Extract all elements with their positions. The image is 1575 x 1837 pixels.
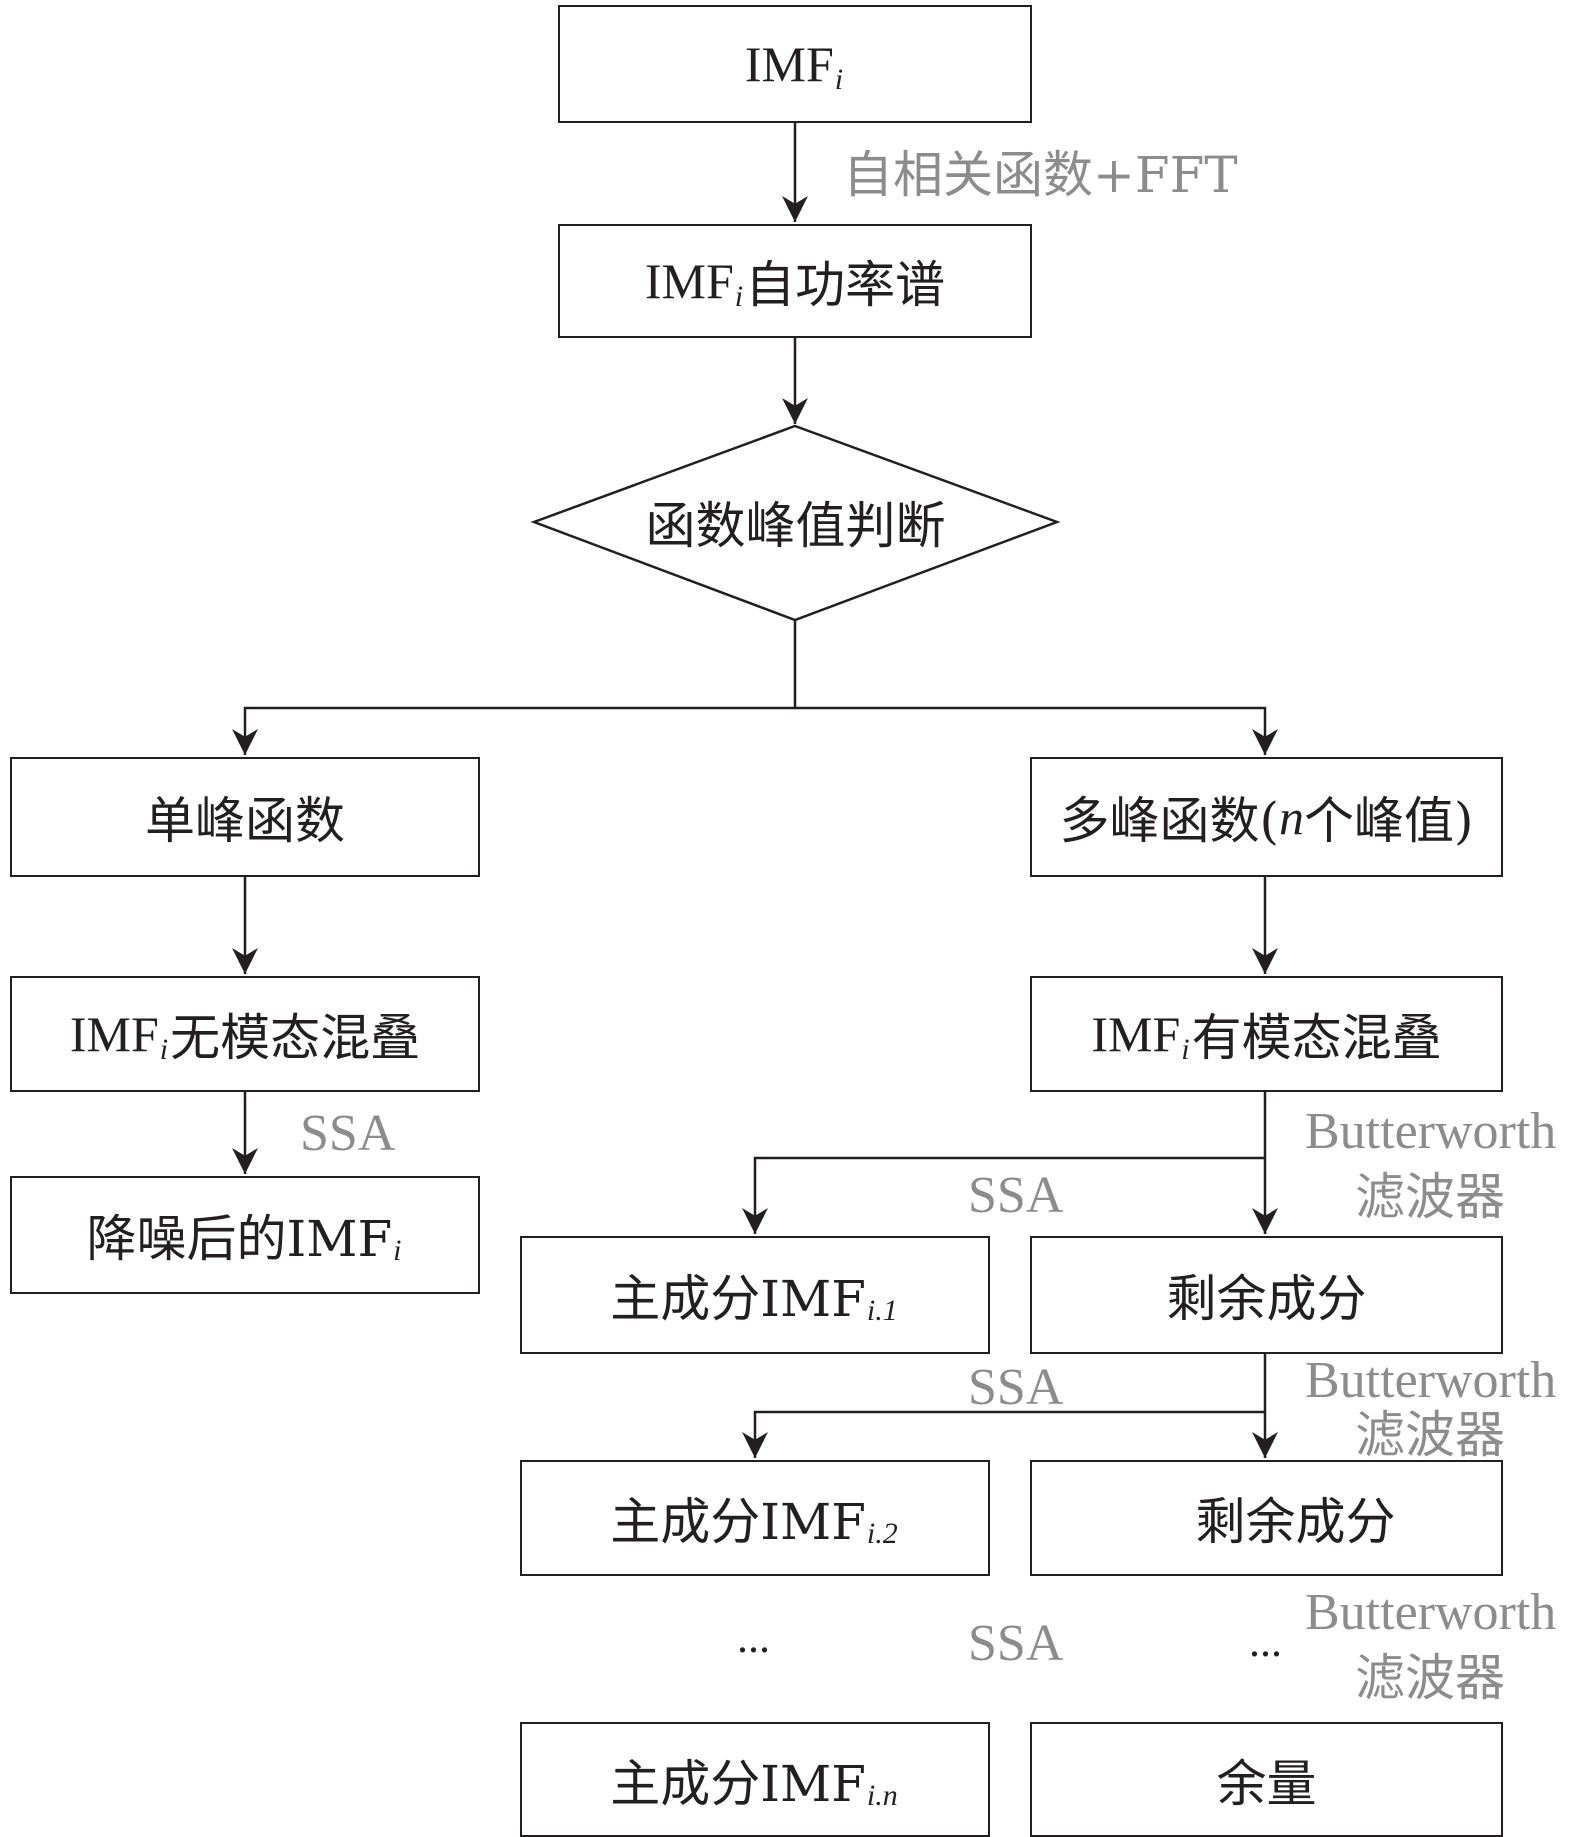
imf-subscript: i [734, 280, 744, 313]
butterworth-label-2: Butterworth [1305, 1352, 1557, 1409]
filter-label-1: 滤波器 [1355, 1168, 1505, 1226]
imf-subscript: i [1181, 1033, 1190, 1066]
single-peak-label: 单峰函数 [145, 792, 345, 850]
ssa-label-2: SSA [968, 1359, 1064, 1416]
principal-label: 主成分IMF [610, 1754, 866, 1813]
split-line [232, 620, 797, 755]
multi-peak-label-pre: 多峰函数( [1059, 792, 1279, 850]
arrow-residual1-to-principal2 [742, 1410, 1265, 1458]
principal-label: 主成分IMF [610, 1270, 866, 1328]
imf-subscript: i [159, 1033, 169, 1066]
imf-label: IMF [744, 36, 834, 92]
ssa-label-left: SSA [300, 1105, 396, 1162]
butterworth-label-1: Butterworth [1305, 1103, 1557, 1160]
filter-label-3: 滤波器 [1355, 1649, 1505, 1707]
residual-label: 剩余成分 [1166, 1270, 1367, 1328]
denoised-label: 降噪后的IMF [86, 1210, 393, 1268]
imf-label: IMF [1091, 1006, 1181, 1062]
remainder-label: 余量 [1216, 1754, 1317, 1813]
imf-subscript: i [393, 1234, 402, 1267]
imf-label: IMF [69, 1006, 159, 1062]
peak-judge-label: 函数峰值判断 [645, 497, 946, 555]
split-line-right [795, 706, 1278, 755]
butterworth-label-3: Butterworth [1305, 1584, 1557, 1641]
auto-power-label: 自功率谱 [745, 256, 946, 314]
single-peak-box: 单峰函数 [10, 757, 480, 877]
principal-subscript: i.1 [866, 1294, 898, 1327]
residual-label: 剩余成分 [1195, 1493, 1396, 1551]
arrow-mix-to-principal1 [742, 1156, 1265, 1234]
remainder-box: 余量 [1030, 1722, 1503, 1837]
residual-1-box: 剩余成分 [1030, 1236, 1503, 1354]
multi-peak-label-post: 个峰值) [1304, 792, 1474, 850]
ssa-label-1: SSA [968, 1167, 1064, 1224]
ellipsis-right: ... [1249, 1617, 1282, 1666]
principal-label: 主成分IMF [610, 1493, 866, 1551]
no-mixing-label: 无模态混叠 [170, 1009, 421, 1067]
has-mixing-label: 有模态混叠 [1191, 1009, 1442, 1067]
filter-label-2: 滤波器 [1355, 1406, 1505, 1464]
principal-subscript: i.2 [866, 1517, 898, 1550]
residual-2-box: 剩余成分 [1030, 1460, 1503, 1576]
acf-fft-label: 自相关函数+FFT [843, 146, 1238, 204]
imf-label: IMF [644, 253, 734, 309]
peak-count-variable: n [1279, 789, 1304, 845]
principal-subscript: i.n [866, 1778, 898, 1812]
ellipsis-left: ... [737, 1613, 770, 1662]
ssa-label-3: SSA [968, 1615, 1064, 1672]
imf-subscript: i [834, 63, 844, 96]
